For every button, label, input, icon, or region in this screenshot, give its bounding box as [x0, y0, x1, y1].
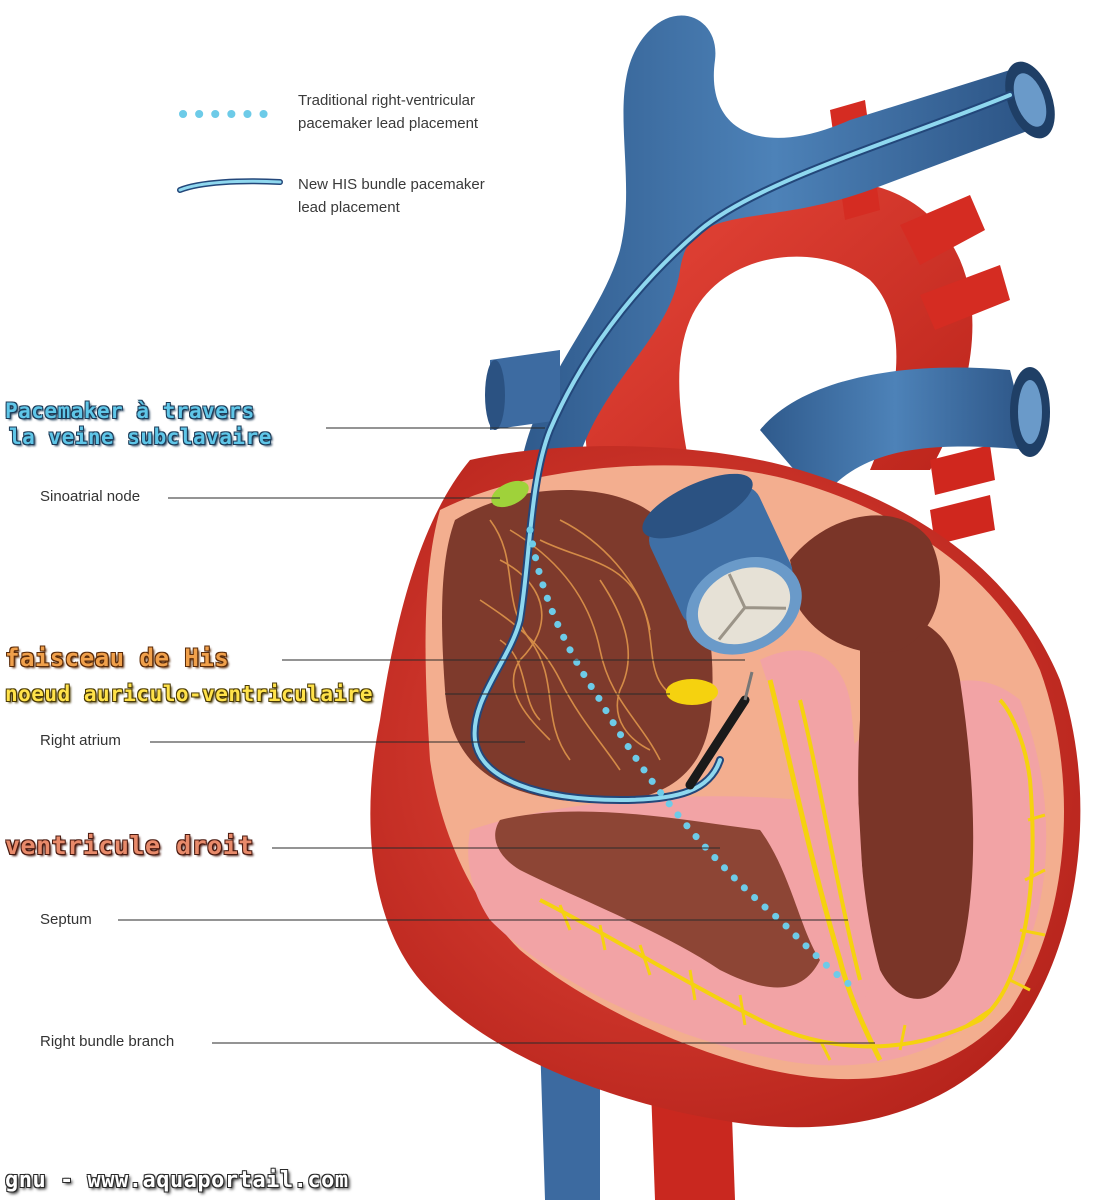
- right-atrium-chamber: [442, 490, 713, 803]
- aortic-valve: [642, 473, 802, 655]
- label-right-bundle-branch: Right bundle branch: [40, 1033, 175, 1050]
- aortic-arch: [585, 179, 973, 520]
- pulmonary-branch-2: [930, 495, 995, 545]
- traditional-lead: [526, 526, 854, 989]
- av-node-shape: [666, 679, 718, 705]
- legend-traditional: Traditional right-ventricular pacemaker …: [298, 89, 478, 135]
- label-sinoatrial-node: Sinoatrial node: [40, 488, 141, 505]
- legend-his-line1: New HIS bundle pacemaker: [298, 176, 485, 193]
- label-bundle-of-his: faisceau de His: [5, 644, 230, 672]
- pulmonary-vein: [760, 367, 1030, 500]
- left-atrium-chamber: [790, 515, 940, 653]
- right-bundle-branch-fibers: [767, 679, 883, 1062]
- arch-branch-3: [920, 265, 1010, 330]
- label-pacemaker-subclavian: Pacemaker à travers la veine subclavaire: [5, 398, 272, 450]
- legend-traditional-line1: Traditional right-ventricular: [298, 92, 476, 109]
- legend-traditional-line2: pacemaker lead placement: [298, 115, 479, 132]
- legend-his-line2: lead placement: [298, 199, 400, 216]
- label-right-ventricle: ventricule droit: [5, 831, 254, 860]
- label-pacemaker-line1: Pacemaker à travers: [5, 399, 255, 423]
- legend-his-bundle: New HIS bundle pacemaker lead placement: [298, 173, 485, 219]
- label-av-node: noeud auriculo-ventriculaire: [5, 682, 374, 706]
- label-septum: Septum: [40, 911, 92, 928]
- arch-branch-2: [900, 195, 985, 265]
- pulmonary-branch-1: [930, 445, 995, 495]
- watermark-credit: gnu - www.aquaportail.com: [5, 1168, 349, 1193]
- left-ventricle-chamber: [858, 619, 974, 999]
- sinoatrial-node-shape: [491, 480, 529, 508]
- left-side-vein: [490, 350, 560, 430]
- right-ventricle-chamber: [495, 811, 820, 988]
- label-pacemaker-line2: la veine subclavaire: [9, 425, 272, 449]
- his-lead-tip: [685, 695, 750, 790]
- label-right-atrium: Right atrium: [40, 732, 121, 749]
- leader-lines: [118, 427, 875, 1044]
- superior-vena-cava: [520, 15, 1030, 471]
